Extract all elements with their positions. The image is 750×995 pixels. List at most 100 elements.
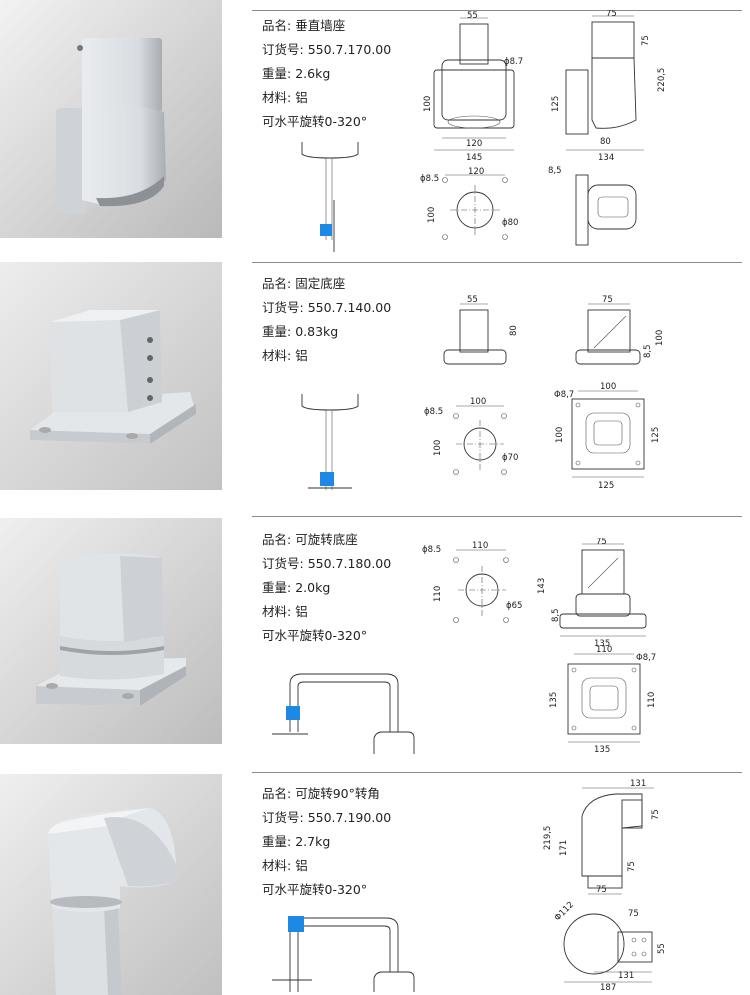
- name-label: 品名:: [262, 532, 292, 547]
- dim-side-b: 75: [596, 885, 607, 895]
- rotation-note: 可水平旋转0-320°: [262, 882, 368, 897]
- technical-drawing-side: 75 75 220,5 125 80 134: [551, 10, 667, 163]
- name-label: 品名:: [262, 18, 292, 33]
- weight-value: 0.83kg: [295, 324, 339, 339]
- name-label: 品名:: [262, 786, 292, 801]
- technical-drawing-top: 100 Φ8,7 100 125 125: [554, 382, 661, 491]
- weight-value: 2.0kg: [295, 580, 331, 595]
- dim-base-phi-small: ϕ8.5: [424, 407, 443, 417]
- technical-drawing-top: 8,5: [548, 166, 637, 246]
- install-diagram: [301, 142, 359, 252]
- dim-base-h: 100: [427, 207, 437, 223]
- dim-side-r: 75: [651, 809, 661, 820]
- dim-top-b: 135: [594, 745, 610, 754]
- dim-top-b2: 187: [600, 983, 616, 990]
- divider: [252, 772, 742, 773]
- material-label: 材料:: [262, 348, 292, 363]
- dim-side-top: 131: [630, 779, 646, 789]
- product-specs: 品名: 固定底座 订货号: 550.7.140.00 重量: 0.83kg 材料…: [262, 272, 391, 368]
- dim-top-r: 55: [657, 943, 667, 954]
- technical-drawing-side: 75 8,5 100: [575, 295, 665, 365]
- material-label: 材料:: [262, 858, 292, 873]
- order-label: 订货号:: [262, 300, 304, 315]
- dim-top-w: 110: [596, 645, 612, 655]
- product-name: 可旋转90°转角: [295, 786, 380, 801]
- technical-drawing-side: 131 75 219,5 171 75 75: [543, 779, 661, 895]
- technical-drawing-base: 120 ϕ8.5 100 ϕ80: [420, 167, 518, 240]
- dim-base-w: 110: [472, 541, 488, 551]
- dim-side-r1: 8,5: [643, 344, 653, 358]
- dim-base-w: 120: [468, 167, 484, 177]
- dim-top-l: 135: [549, 692, 559, 708]
- install-diagram: [272, 916, 415, 992]
- divider: [252, 516, 742, 517]
- name-label: 品名:: [262, 276, 292, 291]
- dim-top-w: 8,5: [548, 166, 562, 176]
- rotation-note: 可水平旋转0-320°: [262, 114, 368, 129]
- dim-base-phi-small: ϕ8.5: [422, 545, 441, 555]
- product-photo: [0, 262, 222, 490]
- dim-front-top: 55: [467, 11, 478, 21]
- technical-drawing-base: 100 ϕ8.5 100 ϕ70: [424, 397, 518, 475]
- technical-drawing-front: 55 ϕ8.7 100 120 145: [423, 11, 523, 163]
- dim-side-b2: 134: [598, 153, 614, 163]
- order-label: 订货号:: [262, 810, 304, 825]
- dim-front-h: 100: [423, 96, 433, 112]
- divider: [252, 10, 742, 11]
- order-number: 550.7.140.00: [307, 300, 392, 315]
- dim-side-b1: 80: [600, 137, 611, 147]
- technical-drawing-side: 75 143 8,5 135: [537, 538, 647, 649]
- dim-side-b: 135: [594, 639, 610, 649]
- technical-drawing-base: 110 ϕ8.5 110 ϕ65: [422, 541, 522, 623]
- dim-base-w: 100: [470, 397, 486, 407]
- dim-side-r2: 220,5: [657, 68, 667, 92]
- product-name: 垂直墙座: [295, 18, 346, 33]
- product-row-2: 品名: 固定底座 订货号: 550.7.140.00 重量: 0.83kg 材料…: [0, 262, 750, 512]
- product-row-1: 品名: 垂直墙座 订货号: 550.7.170.00 重量: 2.6kg 材料:…: [0, 0, 750, 258]
- technical-drawing-top: Φ112 75 55 131 187: [553, 900, 667, 990]
- product-name: 固定底座: [295, 276, 346, 291]
- product-row-4: 品名: 可旋转90°转角 订货号: 550.7.190.00 重量: 2.7kg…: [0, 768, 750, 995]
- dim-top-phi: Φ8,7: [636, 653, 656, 663]
- weight-label: 重量:: [262, 66, 292, 81]
- order-number: 550.7.170.00: [307, 42, 392, 57]
- dim-side-top: 75: [602, 295, 613, 305]
- dim-side-l1: 143: [537, 578, 547, 594]
- weight-value: 2.7kg: [295, 834, 331, 849]
- order-label: 订货号:: [262, 556, 304, 571]
- dim-base-phi-big: ϕ70: [502, 453, 518, 463]
- order-number: 550.7.190.00: [307, 810, 392, 825]
- order-label: 订货号:: [262, 42, 304, 57]
- product-name: 可旋转底座: [295, 532, 358, 547]
- weight-label: 重量:: [262, 580, 292, 595]
- dim-top-w: 75: [628, 909, 639, 919]
- dim-side-l2: 8,5: [551, 608, 561, 622]
- dim-side-r2: 100: [655, 330, 665, 346]
- dim-front-h: 80: [509, 325, 519, 336]
- install-diagram: [272, 673, 415, 754]
- material-label: 材料:: [262, 604, 292, 619]
- technical-drawing-top: 110 Φ8,7 135 110 135: [549, 645, 657, 754]
- product-photo: [0, 0, 222, 238]
- dim-side-l1: 219,5: [543, 826, 553, 850]
- dim-base-phi-big: ϕ65: [506, 601, 522, 611]
- dim-top-b: 125: [598, 481, 614, 491]
- dim-front-phi: ϕ8.7: [504, 57, 523, 67]
- dim-top-l: 100: [555, 427, 565, 443]
- rotation-note: 可水平旋转0-320°: [262, 628, 368, 643]
- product-photo: [0, 774, 222, 995]
- dim-front-w2: 145: [466, 153, 482, 163]
- dim-side-m: 75: [627, 861, 637, 872]
- product-row-3: 品名: 可旋转底座 订货号: 550.7.180.00 重量: 2.0kg 材料…: [0, 514, 750, 766]
- dim-top-w: 100: [600, 382, 616, 392]
- dim-side-l2: 171: [559, 840, 569, 856]
- weight-label: 重量:: [262, 834, 292, 849]
- dim-top-r: 125: [651, 427, 661, 443]
- material-value: 铝: [295, 90, 308, 105]
- material-value: 铝: [295, 604, 308, 619]
- dim-base-phi-big: ϕ80: [502, 218, 518, 228]
- divider: [252, 262, 742, 263]
- dim-base-h: 100: [433, 440, 443, 456]
- order-number: 550.7.180.00: [307, 556, 392, 571]
- weight-label: 重量:: [262, 324, 292, 339]
